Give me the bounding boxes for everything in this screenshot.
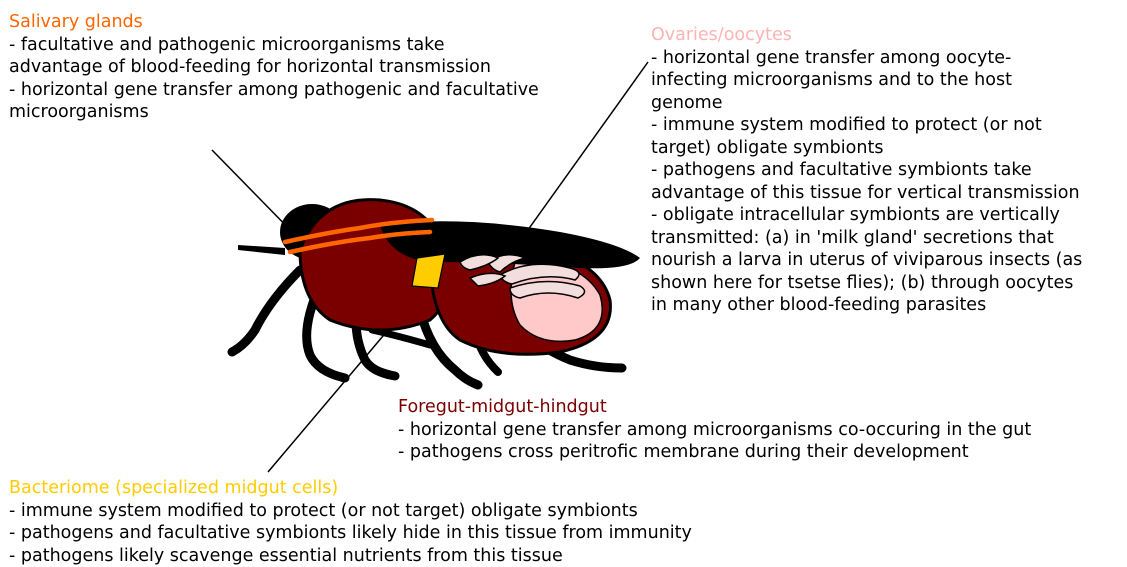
bacteriome-line: - immune system modified to protect (or … (9, 500, 692, 523)
salivary-annotation: Salivary glands - facultative and pathog… (9, 11, 539, 124)
gut-line: - pathogens cross peritrofic membrane du… (398, 441, 1031, 464)
ovaries-line: target) obligate symbionts (651, 137, 1082, 160)
ovaries-line: nourish a larva in uterus of viviparous … (651, 249, 1082, 272)
ovaries-line: - pathogens and facultative symbionts ta… (651, 159, 1082, 182)
ovaries-line: - immune system modified to protect (or … (651, 114, 1082, 137)
bacteriome-title: Bacteriome (specialized midgut cells) (9, 477, 692, 500)
ovaries-line: advantage of this tissue for vertical tr… (651, 182, 1082, 205)
bacteriome-annotation: Bacteriome (specialized midgut cells) - … (9, 477, 692, 567)
salivary-line: advantage of blood-feeding for horizonta… (9, 56, 539, 79)
ovaries-line: shown here for tsetse flies); (b) throug… (651, 272, 1082, 295)
ovaries-line: genome (651, 92, 1082, 115)
bacteriome-line: - pathogens and facultative symbionts li… (9, 522, 692, 545)
salivary-line: - horizontal gene transfer among pathoge… (9, 79, 539, 102)
ovaries-line: - obligate intracellular symbionts are v… (651, 204, 1082, 227)
salivary-line: microorganisms (9, 101, 539, 124)
fly-proboscis (238, 245, 285, 255)
gut-annotation: Foregut-midgut-hindgut - horizontal gene… (398, 396, 1031, 464)
ovaries-title: Ovaries/oocytes (651, 24, 1082, 47)
gut-title: Foregut-midgut-hindgut (398, 396, 1031, 419)
ovaries-line: infecting microorganisms and to the host (651, 69, 1082, 92)
bacteriome-line: - pathogens likely scavenge essential nu… (9, 545, 692, 567)
ovaries-line: transmitted: (a) in 'milk gland' secreti… (651, 227, 1082, 250)
ovaries-line: - horizontal gene transfer among oocyte- (651, 47, 1082, 70)
ovaries-line: in many other blood-feeding parasites (651, 294, 1082, 317)
salivary-title: Salivary glands (9, 11, 539, 34)
gut-line: - horizontal gene transfer among microor… (398, 419, 1031, 442)
ovaries-annotation: Ovaries/oocytes - horizontal gene transf… (651, 24, 1082, 317)
salivary-line: - facultative and pathogenic microorgani… (9, 34, 539, 57)
